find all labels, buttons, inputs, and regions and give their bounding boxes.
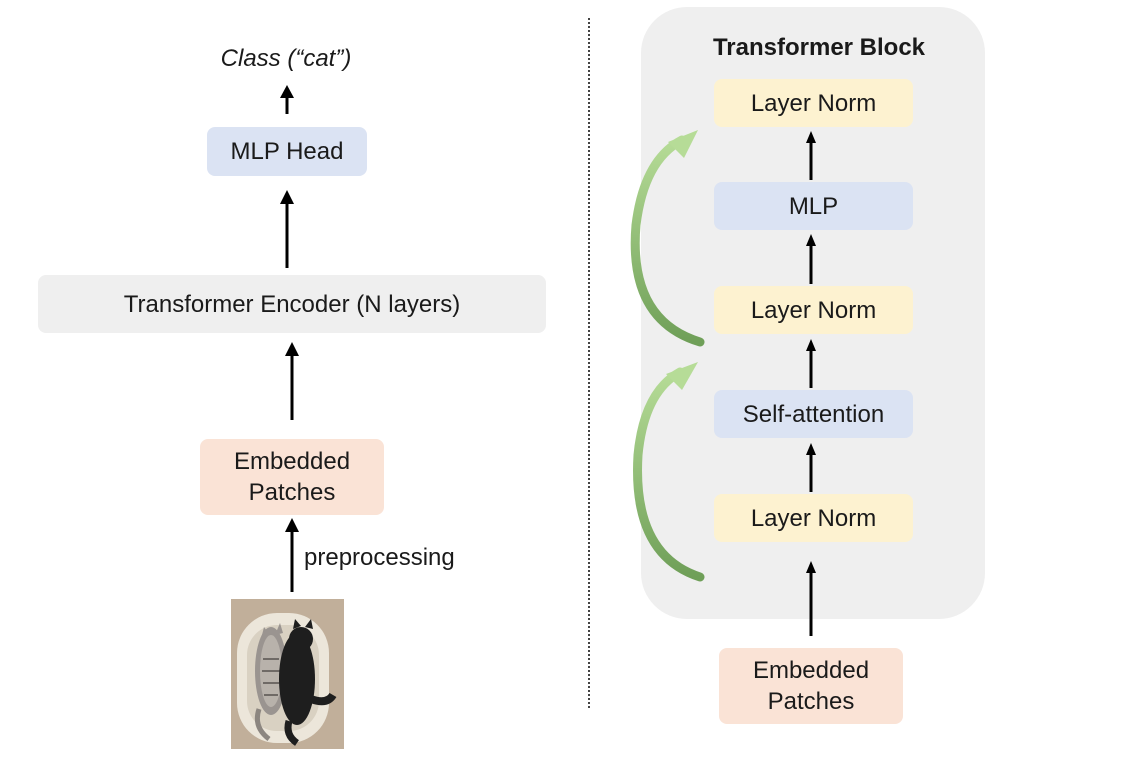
embedded-patches-box-left: Embedded Patches (200, 439, 384, 515)
arrow-layer-norm-to-attention (806, 443, 816, 492)
class-output-label: Class (“cat”) (220, 45, 352, 72)
self-attention-box: Self-attention (714, 390, 913, 438)
embedded-patches-label-line2: Patches (248, 479, 336, 506)
cats-photo (231, 599, 344, 749)
self-attention-label: Self-attention (742, 400, 885, 428)
arrow-image-to-patches (285, 518, 299, 592)
transformer-block-title: Transformer Block (712, 34, 926, 61)
arrow-to-class (280, 85, 294, 114)
embedded-patches-right-line2: Patches (767, 688, 855, 715)
arrow-mlp-to-layer-norm (806, 131, 816, 180)
layer-norm-top-label: Layer Norm (750, 89, 877, 117)
arrow-patches-to-encoder (285, 342, 299, 420)
embedded-patches-right-line1: Embedded (752, 657, 870, 684)
arrow-layer-norm-to-mlp (806, 234, 816, 284)
arrow-patches-to-layer-norm (806, 561, 816, 636)
preprocessing-label: preprocessing (304, 544, 455, 571)
layer-norm-bottom-label: Layer Norm (750, 504, 877, 532)
residual-arrow-lower (633, 362, 705, 582)
layer-norm-top-box: Layer Norm (714, 79, 913, 127)
embedded-patches-label-line1: Embedded (233, 448, 351, 475)
layer-norm-mid-label: Layer Norm (750, 296, 877, 324)
embedded-patches-box-right: Embedded Patches (719, 648, 903, 724)
transformer-encoder-box: Transformer Encoder (N layers) (38, 275, 546, 333)
layer-norm-bottom-box: Layer Norm (714, 494, 913, 542)
residual-arrow-upper (630, 130, 705, 347)
arrow-attention-to-layer-norm (806, 339, 816, 388)
mlp-head-box: MLP Head (207, 127, 367, 176)
divider-line (588, 18, 590, 708)
transformer-encoder-label: Transformer Encoder (N layers) (123, 290, 461, 318)
mlp-box: MLP (714, 182, 913, 230)
mlp-label: MLP (788, 192, 839, 220)
arrow-encoder-to-mlp-head (280, 190, 294, 268)
layer-norm-mid-box: Layer Norm (714, 286, 913, 334)
mlp-head-label: MLP Head (230, 138, 344, 165)
